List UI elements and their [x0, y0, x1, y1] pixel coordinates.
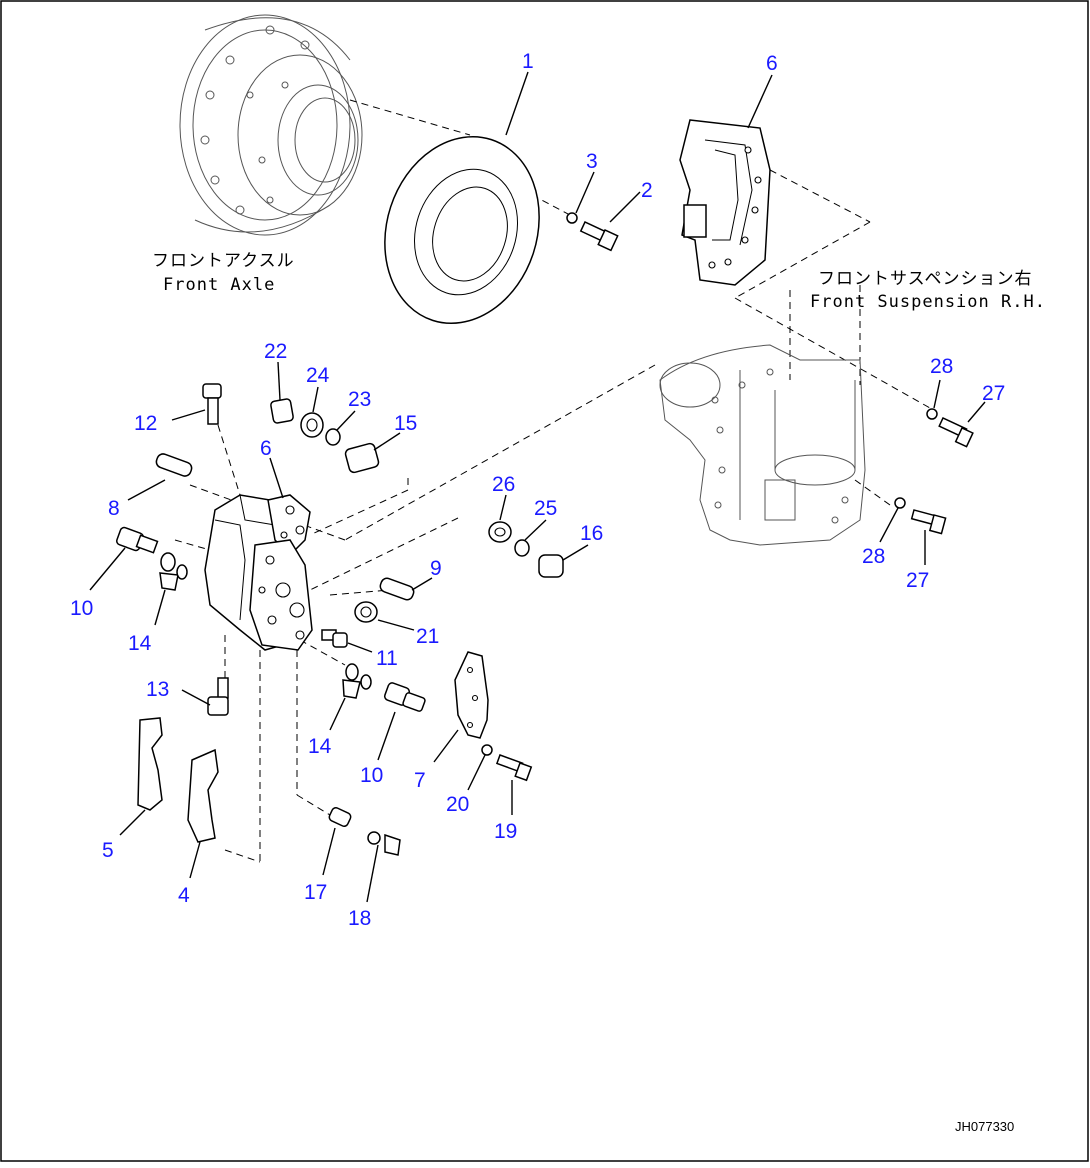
bleeder-17 [328, 806, 352, 828]
drawing-id: JH077330 [955, 1119, 1014, 1134]
plate-7 [454, 651, 489, 739]
washer-25 [514, 539, 530, 557]
pin-10-left [116, 526, 159, 554]
nut-26 [488, 521, 512, 543]
pad-4 [187, 748, 219, 843]
callout-6-top[interactable]: 6 [766, 52, 778, 75]
callout-27-lower[interactable]: 27 [906, 569, 929, 592]
callout-8[interactable]: 8 [108, 497, 120, 520]
callout-7[interactable]: 7 [414, 769, 426, 792]
caliper-assembly-top [679, 119, 771, 286]
callout-28-upper[interactable]: 28 [930, 355, 953, 378]
pin-10-center [383, 682, 426, 712]
callout-23[interactable]: 23 [348, 388, 371, 411]
callout-22[interactable]: 22 [264, 340, 287, 363]
pin-9 [379, 577, 415, 601]
callout-20[interactable]: 20 [446, 793, 469, 816]
cap-22 [270, 398, 294, 424]
bolt-12 [202, 383, 222, 425]
caliper-body [204, 494, 313, 651]
alignment-lines [174, 99, 931, 863]
callout-10-left[interactable]: 10 [70, 597, 93, 620]
callout-15[interactable]: 15 [394, 412, 417, 435]
cap-18-ring [367, 831, 381, 845]
callout-14-left[interactable]: 14 [128, 632, 152, 655]
washer-3 [566, 212, 578, 224]
callout-25[interactable]: 25 [534, 497, 557, 520]
pin-8 [155, 453, 193, 477]
callout-14-center[interactable]: 14 [308, 735, 332, 758]
callout-5[interactable]: 5 [102, 839, 114, 862]
callout-4[interactable]: 4 [178, 884, 190, 907]
callout-17[interactable]: 17 [304, 881, 327, 904]
callout-6-left[interactable]: 6 [260, 437, 272, 460]
callout-24[interactable]: 24 [306, 364, 330, 387]
front-suspension-label-jp: フロントサスペンション右 [818, 269, 1032, 289]
ring-23 [325, 428, 341, 446]
callout-21[interactable]: 21 [416, 625, 439, 648]
leader-lines [89, 71, 986, 903]
fitting-11 [321, 629, 348, 648]
callout-2[interactable]: 2 [641, 179, 653, 202]
callout-19[interactable]: 19 [494, 820, 517, 843]
callout-3[interactable]: 3 [586, 150, 598, 173]
callout-1[interactable]: 1 [522, 50, 534, 73]
bolt-19 [495, 754, 533, 782]
bolt-27-lower [910, 509, 947, 535]
front-axle-label-en: Front Axle [163, 275, 275, 295]
cap-18 [384, 833, 401, 856]
washer-28-lower [894, 497, 906, 509]
front-axle-label-jp: フロントアクスル [152, 251, 295, 271]
bolt-13 [207, 677, 229, 716]
seal-14-left [159, 552, 188, 591]
callout-18[interactable]: 18 [348, 907, 371, 930]
brake-disc [384, 135, 540, 325]
front-suspension-label-en: Front Suspension R.H. [810, 292, 1046, 312]
callout-13[interactable]: 13 [146, 678, 169, 701]
callout-28-lower[interactable]: 28 [862, 545, 885, 568]
front-axle-hub [179, 14, 363, 236]
callout-27-upper[interactable]: 27 [982, 382, 1005, 405]
callout-26[interactable]: 26 [492, 473, 515, 496]
sleeve-15 [344, 442, 380, 474]
plug-16 [538, 554, 564, 578]
pad-5 [137, 717, 163, 811]
callout-16[interactable]: 16 [580, 522, 603, 545]
callout-9[interactable]: 9 [430, 557, 442, 580]
washer-20 [481, 744, 493, 756]
callout-12[interactable]: 12 [134, 412, 157, 435]
callout-10-center[interactable]: 10 [360, 764, 383, 787]
callouts: 1 2 3 6 22 24 23 15 12 6 8 10 14 13 5 4 … [70, 50, 1005, 930]
front-suspension-knuckle [659, 344, 866, 546]
seal-14-center [342, 663, 372, 699]
callout-11[interactable]: 11 [376, 647, 398, 670]
bolt-2 [579, 221, 619, 252]
bolt-27-upper [938, 417, 974, 448]
washer-28-upper [926, 408, 938, 420]
